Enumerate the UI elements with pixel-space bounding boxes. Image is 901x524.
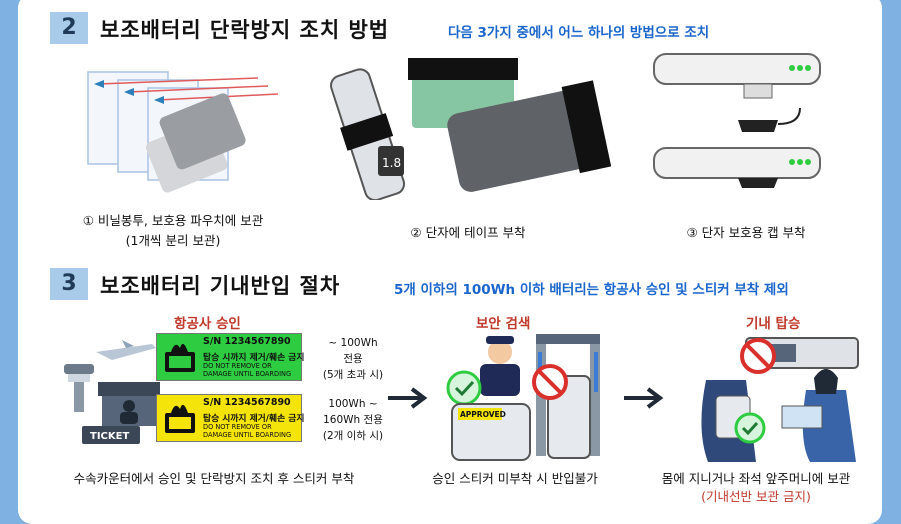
boarding-caption: 몸에 지니거나 좌석 앞주머니에 보관 <box>661 471 851 486</box>
section-2-subtitle: 다음 3가지 중에서 어느 하나의 방법으로 조치 <box>448 25 710 41</box>
green-range-1: ~ 100Wh <box>328 337 378 349</box>
yellow-sticker: S/N 1234567890 탑승 시까지 제거/훼손 금지 DO NOT RE… <box>156 394 305 442</box>
method-1-caption: ① 비닐봉투, 보호용 파우치에 보관 <box>82 213 264 228</box>
pouch-battery-illustration <box>87 71 279 193</box>
security-check-illustration: APPROVED <box>446 334 600 461</box>
yellow-sticker-english-1: DO NOT REMOVE OR <box>203 423 272 431</box>
method-1-caption-note: (1개씩 분리 보관) <box>125 233 221 248</box>
method-3-caption: ③ 단자 보호용 캡 부착 <box>686 225 806 240</box>
infographic-card: 2 보조배터리 단락방지 조치 방법 다음 3가지 중에서 어느 하나의 방법으… <box>18 0 882 524</box>
green-sticker-english-1: DO NOT REMOVE OR <box>203 362 272 370</box>
yellow-range-2: 160Wh 전용 <box>323 414 383 426</box>
airline-caption: 수속카운터에서 승인 및 단락방지 조치 후 스티커 부착 <box>73 471 355 486</box>
section-3-subtitle: 5개 이하의 100Wh 이하 배터리는 항공사 승인 및 스티커 부착 제외 <box>394 282 789 298</box>
green-sticker-english-2: DAMAGE UNTIL BOARDING <box>203 370 292 378</box>
yellow-sticker-english-2: DAMAGE UNTIL BOARDING <box>203 431 292 439</box>
method-2-caption: ② 단자에 테이프 부착 <box>410 225 526 240</box>
boarding-caption-warning: (기내선반 보관 금지) <box>701 489 811 504</box>
green-range-3: (5개 초과 시) <box>322 369 384 381</box>
green-sticker: S/N 1234567890 탑승 시까지 제거/훼손 금지 DO NOT RE… <box>156 333 305 381</box>
green-range-2: 전용 <box>343 353 363 365</box>
tape-battery-illustration: 1.8 <box>330 58 612 200</box>
yellow-sticker-korean: 탑승 시까지 제거/훼손 금지 <box>203 414 305 424</box>
step-airline-title: 항공사 승인 <box>174 316 241 332</box>
section-3-title: 보조배터리 기내반입 절차 <box>100 274 341 298</box>
airport-counter-illustration: TICKET <box>64 340 160 444</box>
arrow-right-icon <box>624 387 664 409</box>
battery-fire-icon <box>165 404 195 433</box>
green-sticker-korean: 탑승 시까지 제거/훼손 금지 <box>203 353 305 363</box>
approved-label: APPROVED <box>460 410 506 419</box>
yellow-range-1: 100Wh ~ <box>328 398 378 410</box>
battery-fire-icon <box>165 343 195 372</box>
security-caption: 승인 스티커 미부착 시 반입불가 <box>432 471 598 486</box>
yellow-range-3: (2개 이하 시) <box>322 430 384 442</box>
green-sticker-serial: S/N 1234567890 <box>203 336 291 347</box>
section-2-title: 보조배터리 단락방지 조치 방법 <box>100 18 390 42</box>
section-2-number: 2 <box>50 12 88 44</box>
step-boarding-title: 기내 탑승 <box>746 316 801 332</box>
aircraft-cabin-illustration <box>701 337 859 462</box>
arrow-right-icon <box>388 387 428 409</box>
cap-battery-illustration <box>653 53 821 188</box>
yellow-sticker-serial: S/N 1234567890 <box>203 397 291 408</box>
section-3-number: 3 <box>50 268 88 300</box>
ticket-label: TICKET <box>90 431 129 442</box>
step-security-title: 보안 검색 <box>476 316 531 332</box>
battery-capacity-text: 1.8 <box>382 156 401 170</box>
